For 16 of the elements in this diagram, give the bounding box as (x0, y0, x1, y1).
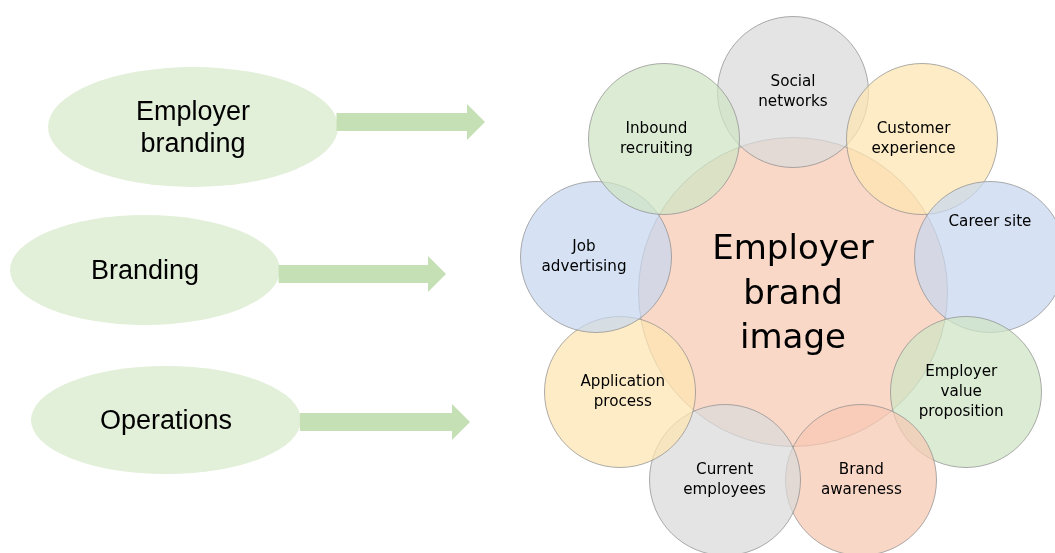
bubble-label: Career site (947, 212, 1033, 233)
bubble-label: Job advertising (540, 237, 628, 278)
bubble-label: Brand awareness (819, 460, 903, 500)
bubble-label: Inbound recruiting (618, 119, 694, 159)
bubble-label: Social networks (757, 72, 829, 112)
ellipse-label: Operations (98, 403, 234, 437)
ellipse-label: Employer branding (134, 94, 251, 160)
bubble-label: Current employees (682, 460, 767, 500)
center-title: Employer brand image (711, 226, 875, 359)
ellipse-label: Branding (89, 253, 201, 287)
block-arrow (278, 256, 446, 292)
bubble-label: Employer value proposition (917, 362, 1005, 422)
bubble-label: Customer experience (870, 119, 957, 159)
block-arrow (336, 104, 485, 140)
bubble-label: Application process (579, 372, 667, 412)
block-arrow (299, 404, 470, 440)
